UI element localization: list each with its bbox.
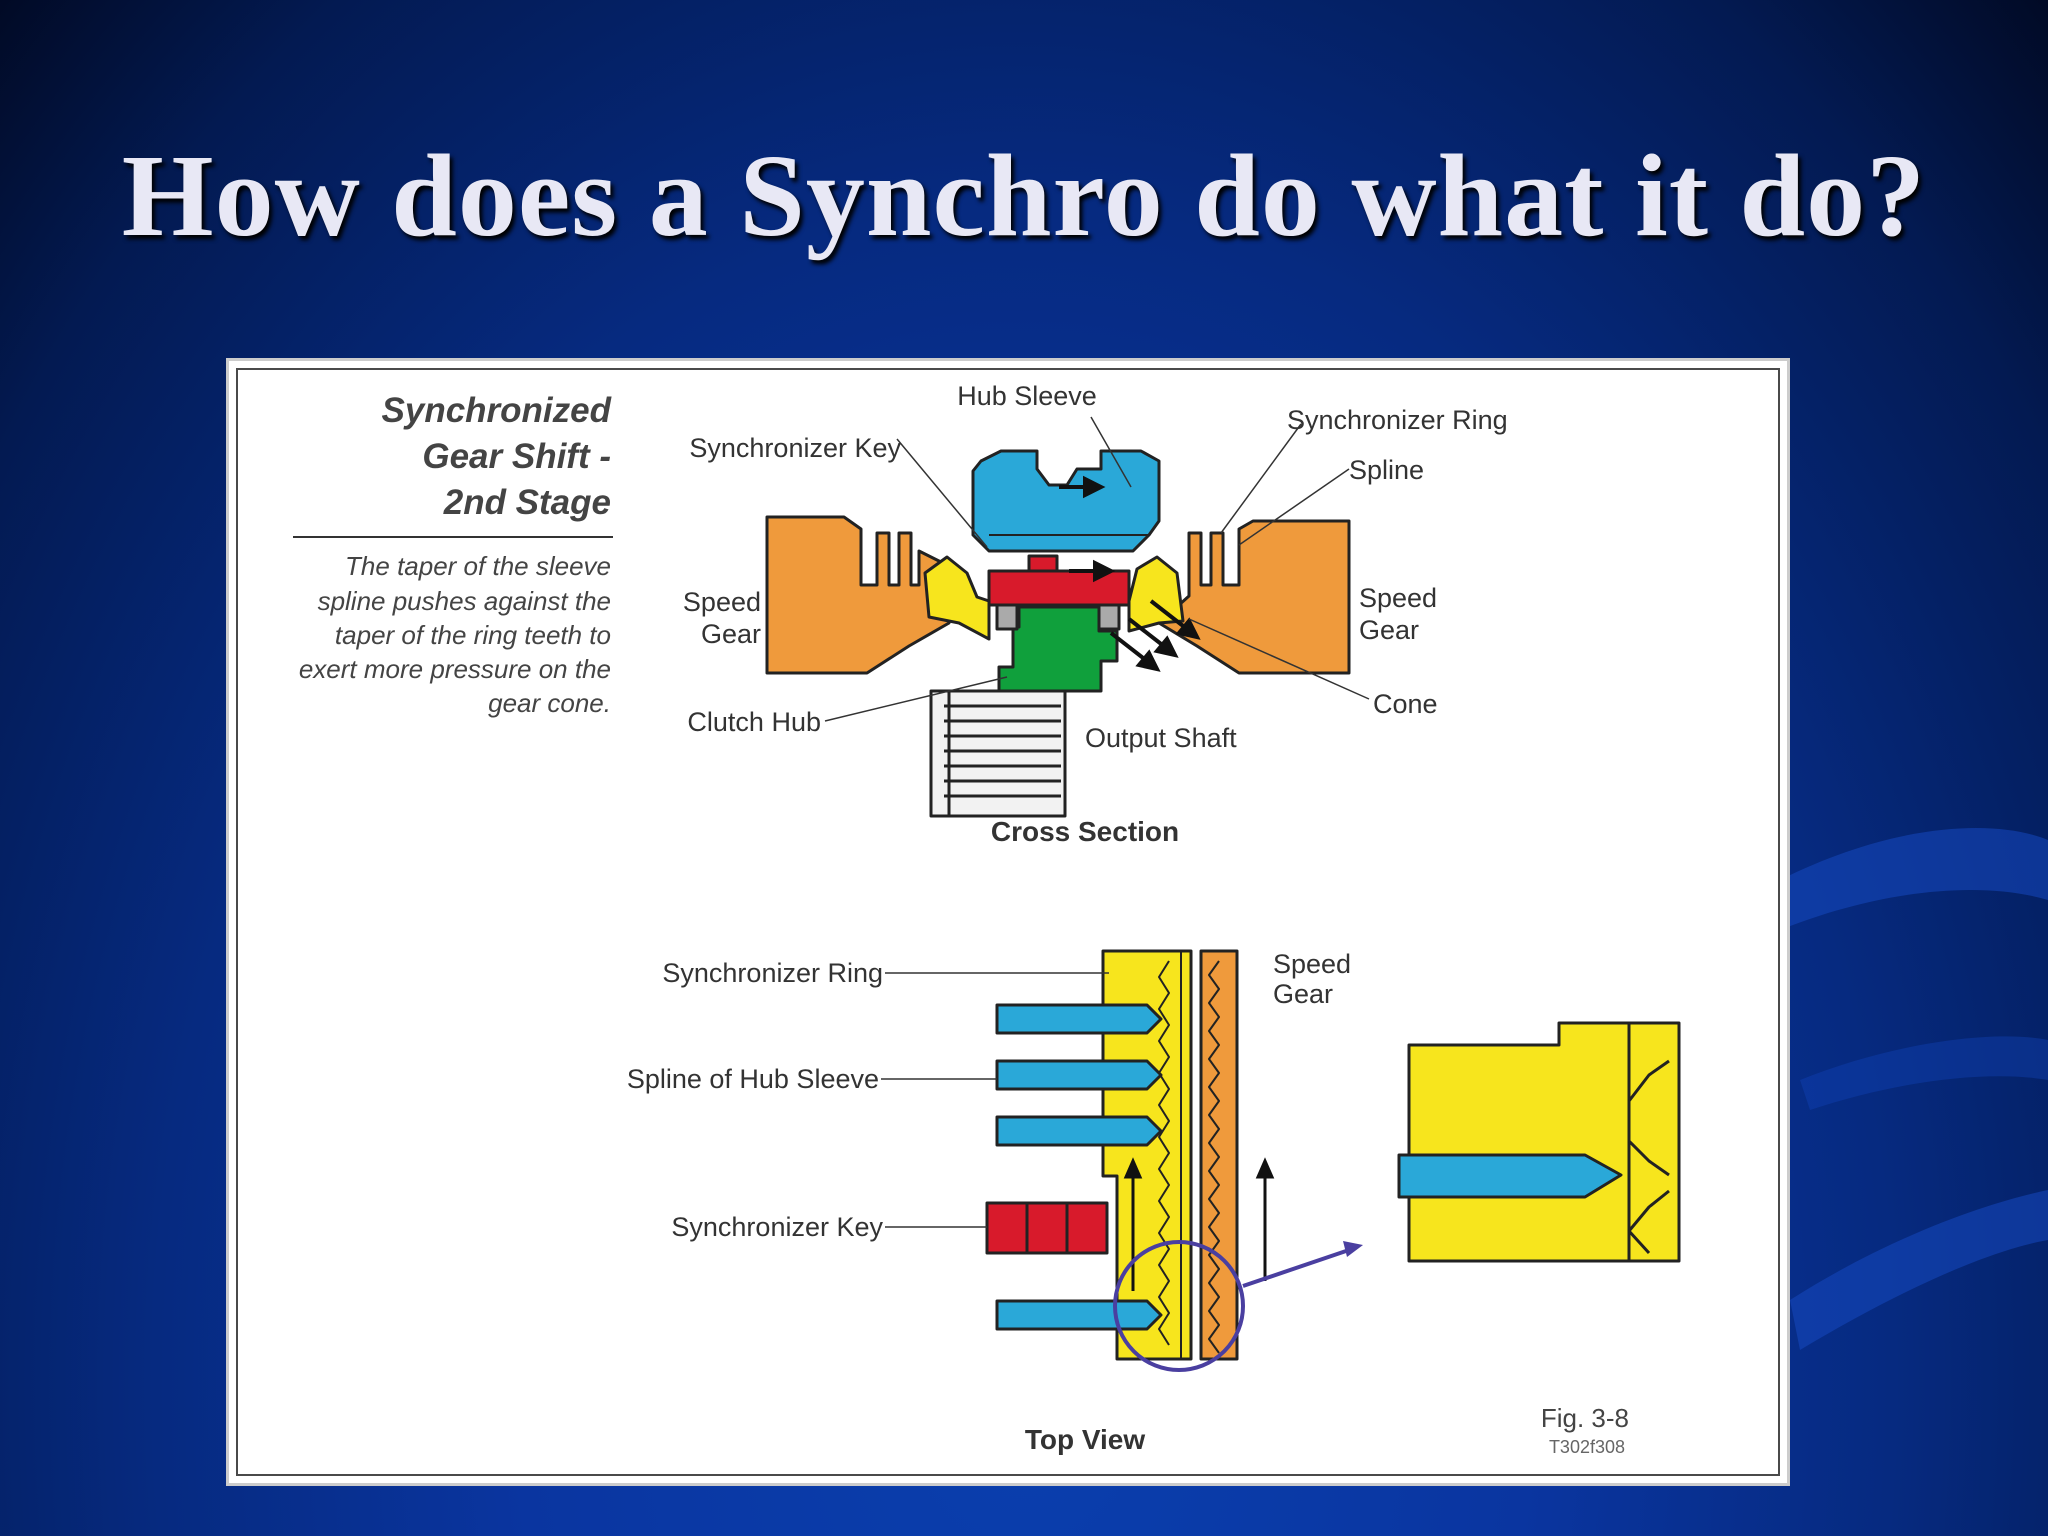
label-cone: Cone (1373, 689, 1438, 719)
figure-border (236, 368, 1780, 1476)
top-view-leaders (881, 972, 1109, 1228)
zoom-detail (1397, 1021, 1681, 1263)
top-key-block-3 (1065, 1201, 1109, 1255)
label-spline-of-hub-sleeve: Spline of Hub Sleeve (627, 1064, 879, 1094)
zoom-tooth-lower (1627, 1189, 1670, 1255)
top-synchronizer-ring (1101, 949, 1193, 1361)
ring-teeth (1158, 960, 1170, 1346)
top-spline-3 (995, 1115, 1163, 1147)
zoom-circle (1113, 1240, 1245, 1372)
zoom-ring (1407, 1021, 1681, 1263)
label-output-shaft: Output Shaft (1085, 723, 1237, 753)
key-motion-arrow-head (1093, 559, 1116, 583)
zoom-spline (1397, 1153, 1623, 1199)
synchro-figure: Synchronized Gear Shift - 2nd Stage The … (226, 358, 1790, 1486)
label-clutch-hub: Clutch Hub (687, 707, 821, 737)
force-arrow-3-head (1135, 649, 1161, 672)
top-speed-gear (1199, 949, 1239, 1361)
sidebar-title-line-3: 2nd Stage (443, 483, 611, 522)
label-spline: Spline (1349, 455, 1424, 485)
hub-sleeve (971, 449, 1161, 553)
cross-section-labels: Hub Sleeve Synchronizer Key Synchronizer… (683, 381, 1508, 847)
sidebar-body-line-1: The taper of the sleeve (345, 551, 611, 581)
synchronizer-key-tab (1027, 554, 1059, 573)
sidebar: Synchronized Gear Shift - 2nd Stage The … (293, 391, 613, 718)
figure-code: T302f308 (1549, 1437, 1625, 1457)
cross-section (765, 449, 1351, 818)
force-arrow-1 (1149, 599, 1189, 631)
force-arrow-2 (1127, 617, 1167, 649)
top-spline-1 (995, 1003, 1163, 1035)
synchro-diagram: Synchronized Gear Shift - 2nd Stage The … (293, 381, 1681, 1457)
top-view-arrows (1123, 1157, 1275, 1291)
top-view (985, 949, 1239, 1361)
caption-cross-section: Cross Section (991, 816, 1179, 847)
label-top-synchronizer-ring: Synchronizer Ring (662, 958, 883, 988)
top-key-block-2 (1025, 1201, 1069, 1255)
label-speed-gear-left-2: Gear (701, 619, 761, 649)
force-arrow-1-head (1175, 617, 1201, 640)
sleeve-motion-arrow-head (1083, 475, 1106, 499)
sidebar-title-line-1: Synchronized (382, 391, 612, 430)
label-speed-gear-right-2: Gear (1359, 615, 1419, 645)
zoom-pointer-head (1343, 1241, 1363, 1257)
top-key-block-1 (985, 1201, 1029, 1255)
top-spline-2 (995, 1059, 1163, 1091)
top-spline-4 (995, 1299, 1163, 1331)
label-top-speed-gear-1: Speed (1273, 949, 1351, 979)
figure-number: Fig. 3-8 (1541, 1403, 1629, 1433)
label-speed-gear-left-1: Speed (683, 587, 761, 617)
synchronizer-key (987, 569, 1131, 607)
hub-end-left (995, 601, 1019, 631)
cross-section-arrows (1059, 475, 1201, 672)
hub-end-right (1097, 601, 1121, 631)
speed-gear-left (765, 515, 951, 675)
sidebar-title-line-2: Gear Shift - (422, 437, 611, 476)
top-view-labels: Synchronizer Ring Spline of Hub Sleeve S… (627, 949, 1351, 1455)
caption-top-view: Top View (1025, 1424, 1146, 1455)
force-arrow-3 (1109, 631, 1149, 663)
label-synchronizer-ring: Synchronizer Ring (1287, 405, 1508, 435)
label-synchronizer-key: Synchronizer Key (689, 433, 901, 463)
label-top-synchronizer-key: Synchronizer Key (671, 1212, 883, 1242)
label-top-speed-gear-2: Gear (1273, 979, 1333, 1009)
sidebar-body-line-3: taper of the ring teeth to (335, 620, 611, 650)
slide-title: How does a Synchro do what it do? (121, 130, 1927, 261)
force-arrow-2-head (1153, 635, 1179, 658)
synchronizer-ring-right (1127, 555, 1185, 633)
label-hub-sleeve: Hub Sleeve (957, 381, 1097, 411)
speed-gear-right (1157, 519, 1351, 675)
label-speed-gear-right-1: Speed (1359, 583, 1437, 613)
zoom-pointer (1242, 1248, 1350, 1288)
cross-section-leaders (824, 416, 1370, 722)
sidebar-body-line-4: exert more pressure on the (299, 654, 611, 684)
gear-teeth (1208, 960, 1220, 1354)
output-shaft (929, 689, 1067, 818)
sidebar-body-line-5: gear cone. (488, 688, 611, 718)
zoom-tooth-upper (1627, 1059, 1670, 1177)
sidebar-body-line-2: spline pushes against the (318, 586, 611, 616)
